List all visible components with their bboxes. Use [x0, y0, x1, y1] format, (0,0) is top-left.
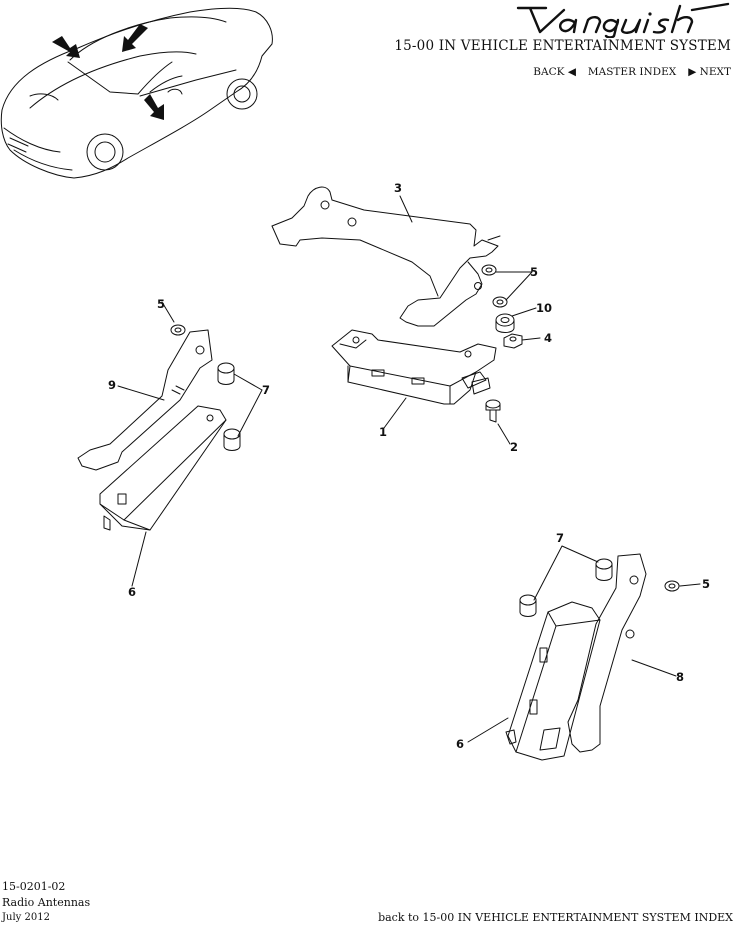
- back-to-index-link[interactable]: back to 15-00 IN VEHICLE ENTERTAINMENT S…: [378, 911, 733, 924]
- bracket-part-9: [77, 329, 213, 471]
- washer-part-5-left: [170, 324, 186, 336]
- document-name: Radio Antennas: [2, 896, 91, 909]
- back-label: BACK: [533, 66, 565, 78]
- next-label: NEXT: [699, 66, 731, 78]
- spacer-part-10: [495, 313, 515, 333]
- callout-label: 4: [544, 331, 552, 345]
- antenna-module-part-6-left: [99, 405, 227, 531]
- callout-label: 6: [456, 737, 464, 751]
- vanquish-logo: [516, 2, 730, 38]
- document-date: July 2012: [2, 912, 50, 923]
- callout-label: 5: [702, 577, 710, 591]
- callout-label: 9: [108, 378, 116, 392]
- washers-part-5: [481, 264, 508, 308]
- callout-label: 6: [128, 585, 136, 599]
- leader-lines: [117, 195, 701, 743]
- washer-part-5-right: [664, 580, 680, 592]
- bracket-part-8: [567, 553, 647, 753]
- callout-label: 10: [536, 301, 552, 315]
- callout-label: 3: [394, 181, 402, 195]
- location-arrows: [52, 24, 164, 120]
- document-code: 15-0201-02: [2, 880, 66, 893]
- callout-label: 5: [530, 265, 538, 279]
- screw-part-2: [485, 399, 501, 423]
- callout-label: 7: [556, 531, 564, 545]
- grommets-part-7-right: [519, 558, 613, 617]
- nut-part-4: [503, 333, 523, 349]
- antenna-amplifier-part-1: [331, 329, 497, 405]
- master-index-link[interactable]: MASTER INDEX: [587, 66, 677, 78]
- callout-label: 5: [157, 297, 165, 311]
- back-link[interactable]: BACK ◀: [533, 66, 576, 78]
- grommets-part-7-left: [217, 362, 241, 451]
- next-arrow-icon: ▶: [688, 66, 697, 78]
- callout-label: 7: [262, 383, 270, 397]
- callout-label: 8: [676, 670, 684, 684]
- callout-label: 1: [379, 425, 387, 439]
- next-link[interactable]: ▶ NEXT: [688, 66, 731, 78]
- page-title: 15-00 IN VEHICLE ENTERTAINMENT SYSTEM: [394, 38, 731, 54]
- antenna-module-part-6-right: [505, 601, 601, 761]
- exploded-parts-diagram: 3 5 5 10 4 1 2 9 7 6 7 5 8 6: [0, 7, 710, 761]
- car-location-illustration: [0, 7, 273, 179]
- mounting-bracket-part-3: [271, 186, 501, 327]
- callout-label: 2: [510, 440, 518, 454]
- back-arrow-icon: ◀: [567, 66, 576, 78]
- navigation-bar: BACK ◀ MASTER INDEX ▶ NEXT: [533, 66, 731, 78]
